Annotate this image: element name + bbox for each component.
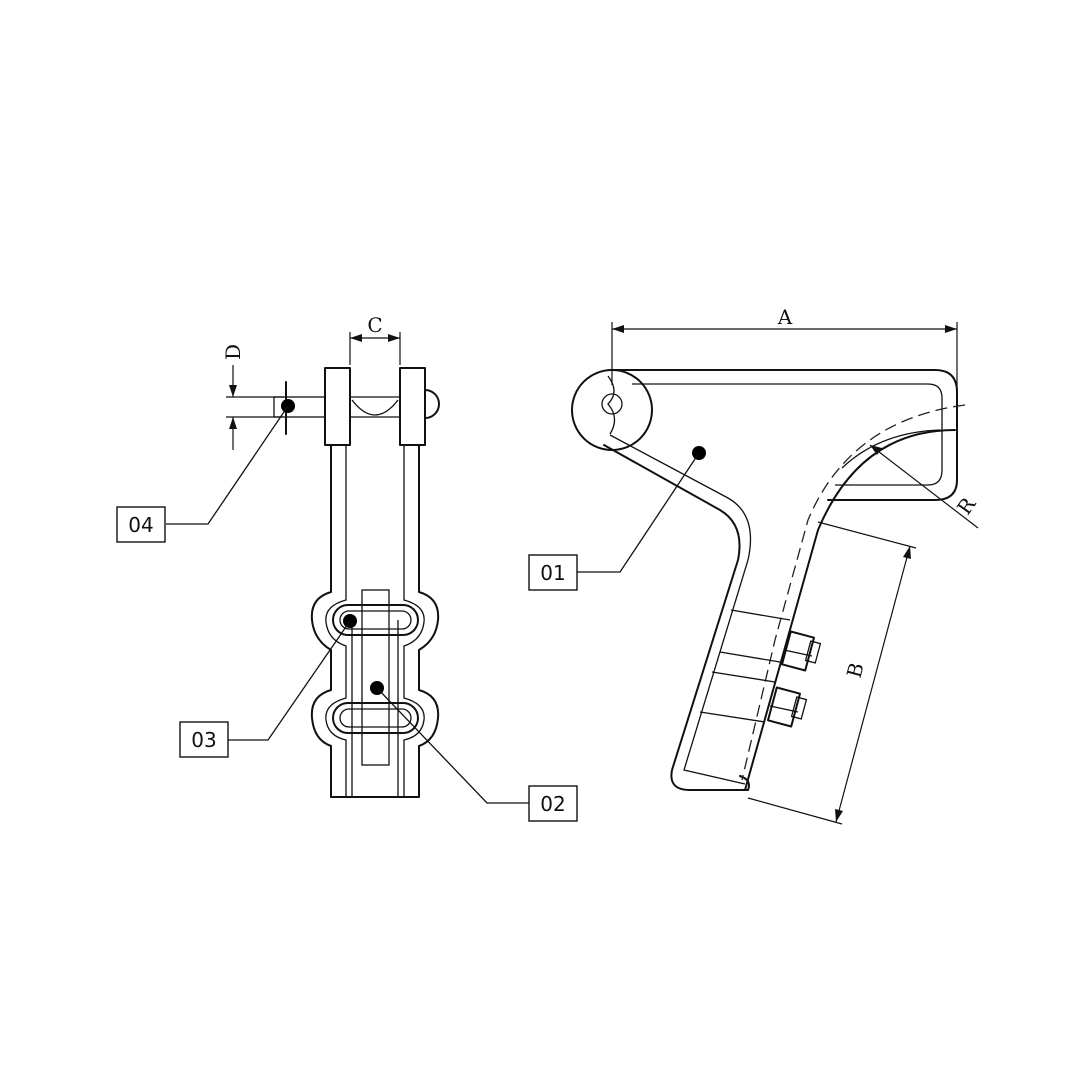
callout-04-leader: [166, 405, 289, 525]
body-outline: [310, 444, 440, 798]
wedge: [361, 589, 390, 766]
body-inner-right: [403, 445, 425, 797]
pin-curve: [351, 399, 399, 416]
saddle-curve: [744, 429, 956, 791]
callout-02-box: [528, 785, 578, 822]
dim-b-ext-bottom: [747, 797, 843, 825]
keeper-line-4: [699, 711, 766, 723]
lower-loop-outer: [332, 702, 419, 734]
upper-loop-inner: [339, 610, 412, 630]
callout-01-leader: [577, 452, 700, 573]
dim-b-arrow-bottom: [835, 809, 843, 822]
callout-03: 03: [179, 614, 357, 758]
dim-d-arrow-bottom: [229, 417, 237, 429]
dim-a-arrow-left: [612, 325, 624, 333]
callout-03-box: [179, 721, 229, 758]
dim-b-arrow-top: [903, 546, 911, 559]
callout-02: 02: [370, 681, 578, 822]
callout-02-leader: [376, 687, 529, 804]
upper-loop-outer: [332, 604, 419, 636]
dim-r-label: R: [952, 492, 981, 519]
pin-shank: [273, 396, 326, 418]
pin-head: [424, 389, 440, 419]
dim-r-arrow: [870, 445, 882, 455]
dim-b-label: B: [842, 660, 869, 680]
dim-r-line: [869, 444, 979, 529]
side-view: A R B: [571, 305, 981, 825]
callout-04-box: [116, 506, 166, 543]
keeper-line-1: [730, 609, 791, 621]
callout-04: 04: [116, 399, 295, 543]
front-view: C D: [221, 313, 440, 798]
arm-saddle-line: [841, 429, 941, 469]
keeper-line-2: [719, 651, 781, 663]
right-lug: [399, 367, 426, 446]
dim-c-label: C: [367, 313, 382, 337]
keeper-line-3: [711, 671, 776, 683]
conductor-dashed: [741, 404, 966, 781]
dim-c-arrow-left: [350, 334, 362, 342]
body-inner-left: [325, 445, 347, 797]
callout-03-leader: [228, 620, 351, 741]
callout-01-box: [528, 554, 578, 591]
dim-b-ext-top: [817, 521, 917, 549]
dim-d-arrow-top: [229, 385, 237, 397]
body-inner-curve: [609, 434, 752, 785]
callout-04-label: 04: [128, 513, 153, 537]
lower-bolt: [767, 686, 808, 728]
dim-a-label: A: [777, 305, 793, 329]
body-outer-curve: [603, 444, 750, 791]
dim-c-arrow-right: [388, 334, 400, 342]
eye-cotter: [607, 375, 616, 435]
callout-01-label: 01: [540, 561, 565, 585]
lower-loop-inner: [339, 708, 412, 728]
callout-03-label: 03: [191, 728, 216, 752]
arm-outer: [611, 369, 958, 501]
dim-a-arrow-right: [945, 325, 957, 333]
eye-hole: [601, 393, 623, 415]
left-lug: [324, 367, 351, 446]
dim-d-label: D: [221, 344, 245, 360]
callout-02-label: 02: [540, 792, 565, 816]
arm-inner: [632, 383, 943, 486]
callout-01: 01: [528, 446, 706, 591]
dim-b-line: [835, 545, 911, 823]
upper-bolt: [781, 630, 822, 672]
